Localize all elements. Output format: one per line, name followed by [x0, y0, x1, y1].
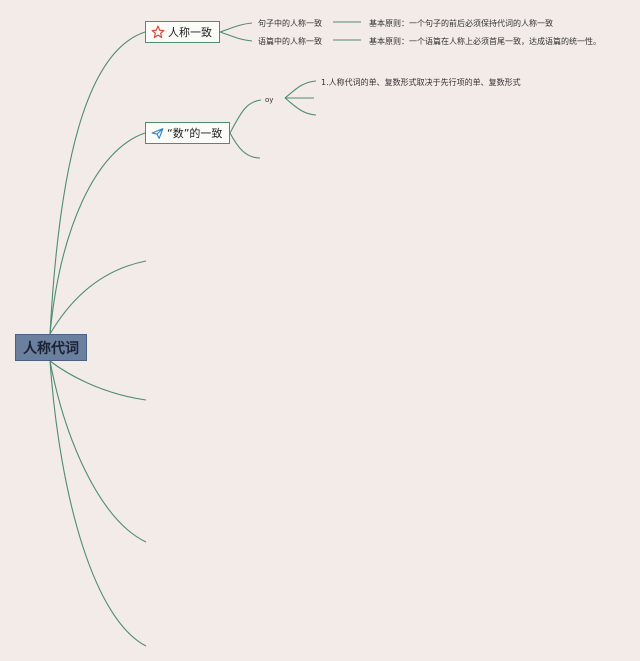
topic-node-number-agreement[interactable]: “数”的一致: [145, 122, 230, 144]
branch-line-topic-2: [49, 132, 146, 335]
sub-line-2: [219, 31, 253, 42]
branch-line-empty-4: [49, 360, 147, 647]
subtopic-discourse-agreement[interactable]: 语篇中的人称一致: [258, 37, 322, 46]
branch-line-empty-1: [49, 260, 147, 335]
branch-line-topic-1: [49, 31, 146, 335]
leaf-line-3c: [284, 97, 317, 116]
sub-line-1: [219, 22, 253, 33]
topic-node-person-agreement[interactable]: 人称一致: [145, 21, 220, 43]
leaf-number-rule[interactable]: 1.人称代词的单、复数形式取决于先行项的单、复数形式: [321, 78, 521, 87]
root-label: 人称代词: [23, 340, 79, 357]
leaf-sentence-rule[interactable]: 基本原则：一个句子的前后必须保持代词的人称一致: [369, 19, 553, 28]
branch-line-empty-2: [49, 360, 147, 401]
topic-label: 人称一致: [168, 26, 212, 39]
sub-line-4: [229, 132, 261, 159]
paper-plane-icon: [151, 127, 164, 140]
star-icon: [151, 25, 165, 39]
subtopic-oy[interactable]: oy: [265, 96, 274, 104]
subtopic-sentence-agreement[interactable]: 句子中的人称一致: [258, 19, 322, 28]
branch-line-empty-3: [49, 360, 147, 543]
leaf-line-3a: [284, 80, 317, 99]
sub-line-3: [229, 99, 262, 134]
topic-label: “数”的一致: [167, 127, 223, 140]
leaf-discourse-rule[interactable]: 基本原则：一个语篇在人称上必须首尾一致，达成语篇的统一性。: [369, 37, 601, 46]
root-node[interactable]: 人称代词: [15, 334, 87, 361]
